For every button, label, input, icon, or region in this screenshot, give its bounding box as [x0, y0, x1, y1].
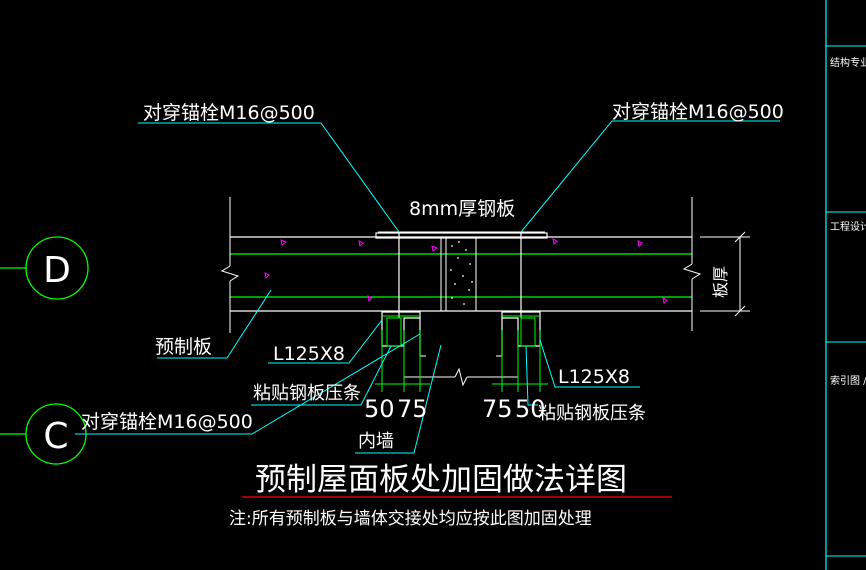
drawing-note: 注:所有预制板与墙体交接处均应按此图加固处理 — [229, 509, 592, 529]
dim-tick — [734, 231, 746, 243]
dim-value-left-a: 50 — [364, 395, 395, 423]
label-strip-left: 粘贴钢板压条 — [253, 383, 361, 404]
joint-aggregate — [450, 241, 473, 305]
wall-break-symbol — [404, 367, 518, 387]
hatch-speck — [662, 297, 668, 305]
label-anchor-top-left: 对穿锚栓M16@500 — [143, 102, 315, 124]
leader-strip-right — [525, 345, 538, 406]
label-strip-right: 粘贴钢板压条 — [538, 403, 646, 424]
label-angle-right: L125X8 — [558, 366, 630, 388]
hatch-speck — [431, 245, 439, 252]
label-anchor-left: 对穿锚栓M16@500 — [81, 411, 253, 433]
angle-steel-left[interactable] — [381, 311, 421, 347]
hatch-speck — [367, 295, 373, 303]
axis-marker-c[interactable]: C — [0, 403, 87, 465]
leader-angle-right — [539, 339, 640, 388]
drawing-title: 预制屋面板处加固做法详图 — [255, 462, 627, 498]
dimension-ticks — [375, 330, 548, 392]
leader-lines — [75, 120, 780, 454]
slab-thickness-dimension[interactable]: 板厚 — [700, 231, 750, 317]
joint-outline — [445, 237, 477, 312]
dim-value-left-b: 75 — [397, 395, 428, 423]
title-block-row3: 索引图 / — [830, 374, 866, 387]
hatch-speck — [264, 272, 270, 280]
hatch-speck — [637, 240, 643, 248]
label-steel-plate: 8mm厚钢板 — [409, 198, 515, 220]
axis-bubble-d — [25, 236, 89, 300]
inner-wall[interactable] — [419, 318, 503, 357]
anchor-bolts[interactable] — [398, 232, 522, 318]
break-symbol-right — [682, 263, 702, 280]
leader-inner-wall — [355, 344, 442, 454]
leader-anchor-top-right — [520, 120, 780, 233]
label-anchor-top-right: 对穿锚栓M16@500 — [612, 101, 784, 123]
label-precast-slab: 预制板 — [155, 336, 212, 358]
leader-precast-slab — [157, 289, 272, 359]
leader-strip-left — [251, 345, 392, 406]
break-symbol-left — [220, 265, 240, 282]
label-angle-left: L125X8 — [273, 343, 345, 365]
slab-thickness-label: 板厚 — [711, 266, 730, 298]
title-block: 结构专业 工程设计 索引图 / — [825, 0, 866, 570]
leader-anchor-left — [75, 333, 421, 435]
slab-hatch-specks — [264, 238, 668, 305]
leader-angle-left — [268, 319, 383, 364]
wall-break-zigzag — [454, 367, 468, 387]
dim-tick — [734, 305, 746, 317]
dim-value-right-b: 50 — [515, 395, 546, 423]
title-block-row2: 工程设计 — [830, 220, 866, 233]
label-inner-wall: 内墙 — [358, 431, 394, 452]
axis-marker-d[interactable]: D — [0, 236, 89, 300]
angle-left-strip — [386, 317, 402, 347]
title-block-row1: 结构专业 — [830, 56, 866, 69]
leader-anchor-top-left — [138, 122, 400, 233]
concrete-joint — [440, 237, 477, 312]
angle-right-strip — [520, 317, 536, 347]
axis-label-d: D — [43, 250, 71, 291]
dim-value-right-a: 75 — [482, 395, 513, 423]
axis-label-c: C — [43, 416, 68, 457]
hatch-speck — [280, 239, 288, 246]
hatch-speck — [358, 240, 364, 248]
hatch-speck — [552, 238, 558, 246]
